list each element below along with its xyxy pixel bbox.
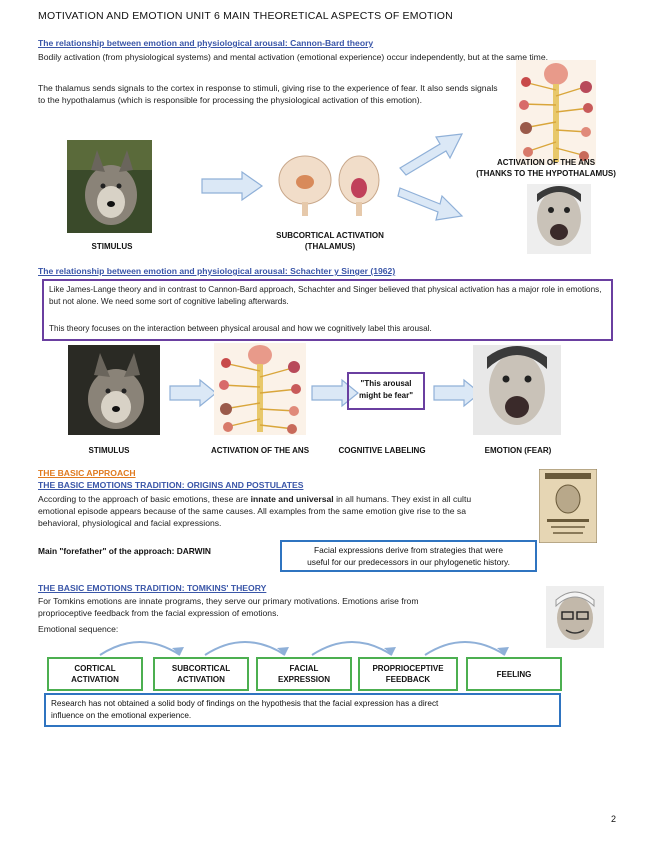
basic-emotions-text-e: behavioral, physiological and facial exp…: [38, 518, 221, 528]
heading-tomkins: THE BASIC EMOTIONS TRADITION: TOMKINS' T…: [38, 583, 266, 593]
nervous-system-illustration-2: [214, 343, 306, 435]
arrow-up-right-icon: [396, 128, 466, 176]
tomkins-portrait: [546, 586, 604, 648]
research-note-line-2: influence on the emotional experience.: [51, 710, 559, 722]
wolf-photo-2: [68, 345, 160, 435]
caption-emotion-fear: EMOTION (FEAR): [468, 446, 568, 455]
sequence-step-label: FEEDBACK: [372, 674, 443, 685]
heading-basic-emotions-origins: THE BASIC EMOTIONS TRADITION: ORIGINS AN…: [38, 480, 303, 490]
caption-ans-line-2: (THANKS TO THE HYPOTHALAMUS): [472, 168, 620, 179]
sequence-step-label: FEELING: [497, 669, 532, 680]
caption-ans-activation: ACTIVATION OF THE ANS (THANKS TO THE HYP…: [472, 157, 620, 179]
tomkins-paragraph: For Tomkins emotions are innate programs…: [38, 595, 538, 635]
sequence-step-label: FACIAL: [278, 663, 330, 674]
sequence-step-label: ACTIVATION: [172, 674, 230, 685]
arrow-right-icon: [200, 170, 264, 202]
arrow-right-icon: [168, 378, 218, 408]
cannon-bard-paragraph-2: The thalamus sends signals to the cortex…: [38, 82, 500, 106]
curved-arrow-icon: [425, 642, 505, 655]
caption-stimulus-2: STIMULUS: [72, 446, 146, 455]
tomkins-line-2: proprioceptive feedback from the facial …: [38, 607, 538, 619]
darwin-book-cover: [539, 469, 597, 543]
basic-emotions-text-bold: innate and universal: [251, 494, 334, 504]
fear-face-photo-2: [473, 345, 561, 435]
sequence-step-label: EXPRESSION: [278, 674, 330, 685]
facial-box-line-2: useful for our predecessors in our phylo…: [282, 556, 535, 568]
caption-stimulus-1: STIMULUS: [82, 242, 142, 251]
fear-face-photo: [527, 184, 591, 254]
wolf-photo: [67, 140, 152, 233]
tomkins-line-1: For Tomkins emotions are innate programs…: [38, 595, 538, 607]
quote-line-2: might be fear": [349, 390, 423, 402]
caption-ans-2: ACTIVATION OF THE ANS: [190, 446, 330, 455]
caption-ans-line-1: ACTIVATION OF THE ANS: [472, 157, 620, 168]
heading-basic-approach: THE BASIC APPROACH: [38, 468, 136, 478]
basic-emotions-text-d: emotional episode appears because of the…: [38, 506, 466, 516]
sequence-step-label: SUBCORTICAL: [172, 663, 230, 674]
cannon-bard-paragraph-1: Bodily activation (from physiological sy…: [38, 51, 598, 63]
cognitive-label-quote-box: "This arousal might be fear": [347, 372, 425, 410]
page-number: 2: [611, 814, 616, 824]
research-note-box: Research has not obtained a solid body o…: [44, 693, 561, 727]
caption-subcortical-line-2: (THALAMUS): [262, 241, 398, 252]
basic-emotions-text-a: According to the approach of basic emoti…: [38, 494, 251, 504]
basic-emotions-text-c: in all humans. They exist in all cultu: [334, 494, 471, 504]
nervous-system-illustration: [516, 60, 596, 165]
sequence-step-label: CORTICAL: [71, 663, 119, 674]
caption-subcortical-line-1: SUBCORTICAL ACTIVATION: [262, 230, 398, 241]
darwin-forefather: Main "forefather" of the approach: DARWI…: [38, 546, 211, 556]
sequence-step-label: PROPRIOCEPTIVE: [372, 663, 443, 674]
sequence-step-feeling: FEELING: [466, 657, 562, 691]
facial-expressions-box: Facial expressions derive from strategie…: [280, 540, 537, 572]
facial-box-line-1: Facial expressions derive from strategie…: [282, 544, 535, 556]
brain-thalamus-illustration: [275, 150, 387, 220]
basic-emotions-paragraph: According to the approach of basic emoti…: [38, 493, 538, 529]
quote-line-1: "This arousal: [349, 378, 423, 390]
schachter-paragraph-1: Like James-Lange theory and in contrast …: [49, 284, 604, 307]
sequence-step-label: ACTIVATION: [71, 674, 119, 685]
caption-subcortical: SUBCORTICAL ACTIVATION (THALAMUS): [262, 230, 398, 252]
curved-arrow-icon: [205, 642, 285, 655]
section-heading-schachter-singer: The relationship between emotion and phy…: [38, 266, 395, 276]
research-note-line-1: Research has not obtained a solid body o…: [51, 698, 559, 710]
schachter-paragraph-2: This theory focuses on the interaction b…: [49, 323, 604, 335]
schachter-singer-box: Like James-Lange theory and in contrast …: [42, 279, 613, 341]
sequence-curved-arrows: [80, 633, 510, 659]
section-heading-cannon-bard: The relationship between emotion and phy…: [38, 38, 373, 48]
curved-arrow-icon: [312, 642, 392, 655]
page-header: MOTIVATION AND EMOTION UNIT 6 MAIN THEOR…: [38, 10, 453, 22]
curved-arrow-icon: [100, 642, 180, 655]
arrow-down-right-icon: [396, 180, 466, 228]
caption-cognitive-labeling: COGNITIVE LABELING: [326, 446, 438, 455]
